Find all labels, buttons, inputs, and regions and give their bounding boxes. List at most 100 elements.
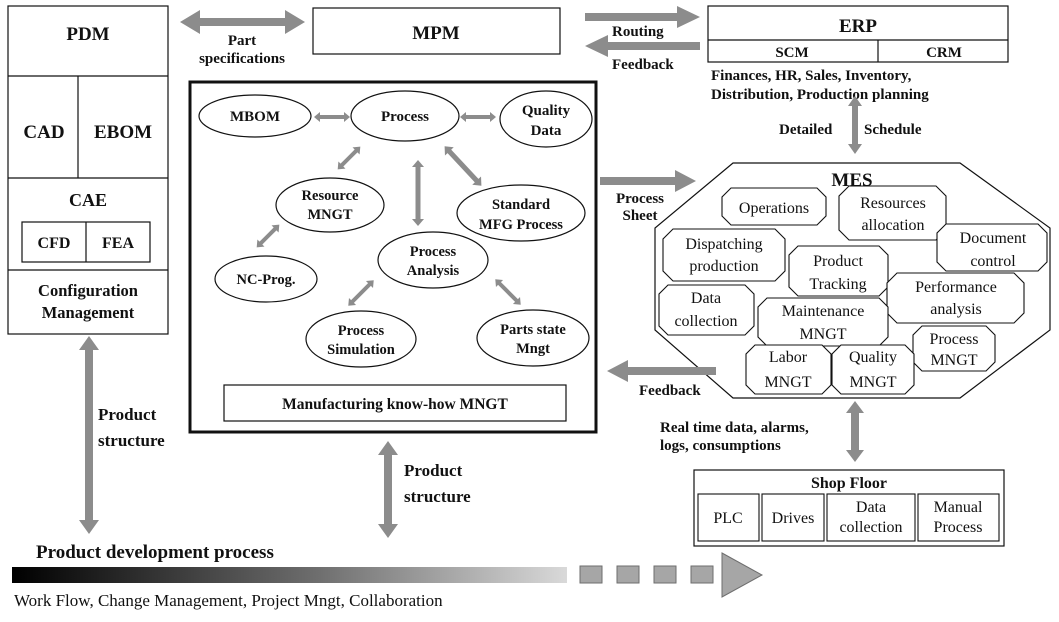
product-development-bar: Product development process Work Flow, C… <box>12 542 764 610</box>
dispatching-label-1: Dispatching <box>685 236 762 253</box>
shop-floor-title: Shop Floor <box>811 475 887 492</box>
mes-block: MES Operations Resources allocation Disp… <box>654 162 1051 399</box>
resource-mngt-label-2: MNGT <box>307 207 352 223</box>
labor-mngt-label-2: MNGT <box>764 374 811 391</box>
product-structure-left-label-2: structure <box>98 431 165 450</box>
part-spec-arrow <box>180 10 305 34</box>
process-simulation-label-2: Simulation <box>327 342 395 358</box>
quality-mngt-label-2: MNGT <box>849 374 896 391</box>
realtime-arrow <box>846 401 864 462</box>
detailed-label: Detailed <box>779 122 833 138</box>
parts-state-node <box>476 309 590 367</box>
product-tracking-module <box>788 245 889 297</box>
data-collection-module <box>658 284 755 336</box>
document-control-module <box>936 223 1048 272</box>
schedule-arrow <box>848 96 862 154</box>
product-structure-mid-arrow <box>378 441 398 538</box>
plc-label: PLC <box>713 510 742 527</box>
process-analysis-label-2: Analysis <box>407 263 460 279</box>
maintenance-mngt-label-2: MNGT <box>799 326 846 343</box>
document-control-label-1: Document <box>960 230 1027 247</box>
resource-mngt-node <box>275 177 385 233</box>
erp-desc-line2: Distribution, Production planning <box>711 87 929 103</box>
realtime-label-1: Real time data, alarms, <box>660 420 809 436</box>
part-spec-label-1: Part <box>228 33 256 49</box>
process-simulation-label-1: Process <box>338 323 385 339</box>
quality-data-label-1: Quality <box>522 103 571 119</box>
fea-label: FEA <box>102 235 134 252</box>
routing-arrow <box>585 6 700 28</box>
process-label: Process <box>381 109 429 125</box>
pdp-step-1 <box>579 565 603 584</box>
operations-module <box>721 187 827 226</box>
mbom-label: MBOM <box>230 109 280 125</box>
labor-mngt-module <box>745 344 832 395</box>
erp-block: ERP SCM CRM Finances, HR, Sales, Invento… <box>707 5 1009 103</box>
parts-state-label-2: Mngt <box>516 341 550 357</box>
resources-allocation-label-2: allocation <box>861 217 924 234</box>
process-analysis-node <box>377 231 489 289</box>
process-mngt-label-2: MNGT <box>930 352 977 369</box>
product-structure-mid-label-1: Product <box>404 461 463 480</box>
performance-analysis-module <box>886 272 1025 324</box>
cad-label: CAD <box>23 122 64 143</box>
config-label-line2: Management <box>42 303 135 322</box>
pdp-title: Product development process <box>36 542 274 563</box>
mbom-node <box>198 94 312 138</box>
pdp-step-4 <box>690 565 714 584</box>
standard-mfg-label-2: MFG Process <box>479 217 563 233</box>
quality-mngt-module <box>831 344 915 395</box>
feedback-mes-label: Feedback <box>639 383 701 399</box>
schedule-label: Schedule <box>864 122 922 138</box>
labor-mngt-label-1: Labor <box>769 349 808 366</box>
data-collection-label-2: collection <box>674 313 737 330</box>
config-label-line1: Configuration <box>38 281 138 300</box>
mpm-header: MPM <box>312 7 561 55</box>
knowhow-box <box>223 384 567 422</box>
process-node <box>350 90 460 142</box>
drives-label: Drives <box>772 510 815 527</box>
routing-label: Routing <box>612 24 664 40</box>
mpm-main-box: MBOM Process Quality Data Resource MNGT … <box>188 80 598 434</box>
scm-label: SCM <box>775 45 808 61</box>
mpm-internal-arrows <box>256 112 521 306</box>
process-mngt-module <box>912 325 996 372</box>
process-sheet-arrow <box>600 170 696 192</box>
erp-desc-line1: Finances, HR, Sales, Inventory, <box>711 68 912 84</box>
manual-process-cell <box>917 493 1000 542</box>
performance-analysis-label-1: Performance <box>915 279 997 296</box>
shop-data-label-2: collection <box>839 519 902 536</box>
data-collection-cell <box>826 493 916 542</box>
drives-cell <box>761 493 825 542</box>
feedback-mes-arrow <box>607 360 716 382</box>
pdp-gradient-bar <box>12 567 567 583</box>
product-structure-left-arrow <box>79 336 99 534</box>
knowhow-label: Manufacturing know-how MNGT <box>282 396 508 413</box>
resources-allocation-label-1: Resources <box>860 195 926 212</box>
product-structure-mid-label-2: structure <box>404 487 471 506</box>
shop-data-label-1: Data <box>856 499 886 516</box>
process-simulation-node <box>305 310 417 368</box>
document-control-label-2: control <box>970 253 1016 270</box>
process-mngt-label-1: Process <box>930 331 979 348</box>
standard-mfg-node <box>456 184 586 242</box>
product-tracking-label-1: Product <box>813 253 863 270</box>
crm-label: CRM <box>926 45 962 61</box>
feedback-erp-label: Feedback <box>612 57 674 73</box>
process-sheet-label-1: Process <box>616 191 664 207</box>
mpm-title: MPM <box>412 23 460 44</box>
performance-analysis-label-2: analysis <box>930 301 982 318</box>
dispatching-label-2: production <box>689 258 758 275</box>
product-tracking-label-2: Tracking <box>809 276 866 293</box>
quality-data-label-2: Data <box>531 123 562 139</box>
pdm-block: PDM CAD EBOM CAE CFD FEA Configuration M… <box>7 5 169 335</box>
parts-state-label-1: Parts state <box>500 322 566 338</box>
nc-prog-label: NC-Prog. <box>237 272 296 288</box>
shop-floor-block: Shop Floor PLC Drives Data collection Ma… <box>693 469 1005 547</box>
standard-mfg-label-1: Standard <box>492 197 550 213</box>
erp-title: ERP <box>839 16 877 37</box>
plc-cell <box>697 493 760 542</box>
process-sheet-label-2: Sheet <box>623 208 658 224</box>
process-analysis-label-1: Process <box>410 244 457 260</box>
